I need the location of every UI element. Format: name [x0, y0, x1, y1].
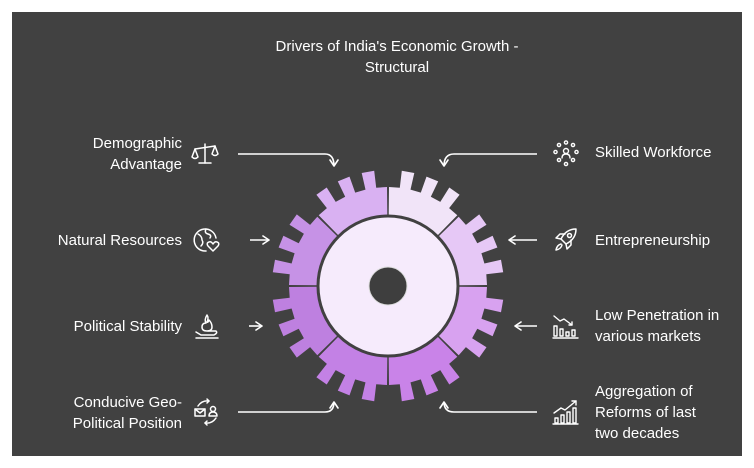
- mail-person-cycle-icon: [192, 397, 222, 427]
- rising-chart-icon: [551, 397, 581, 427]
- declining-chart-icon: [551, 311, 581, 341]
- gear-segment: [388, 336, 460, 402]
- gear-hub: [368, 266, 408, 306]
- driver-skilled-workforce: Skilled Workforce: [595, 144, 712, 161]
- hand-flame-icon: [192, 311, 222, 341]
- driver-political-stability: Political Stability: [73, 318, 182, 335]
- gear-diagram: [238, 153, 537, 413]
- globe-heart-icon: [192, 225, 222, 255]
- gear-segment: [438, 286, 504, 358]
- title-line-1: Drivers of India's Economic Growth -: [275, 38, 519, 55]
- gear-segment: [272, 286, 338, 358]
- gear-segment: [316, 336, 388, 402]
- arrow-aggregation: [439, 401, 537, 413]
- rocket-icon: [551, 225, 581, 255]
- title-line-2: Structural: [364, 59, 430, 76]
- diagram-canvas: Drivers of India's Economic Growth - Str…: [12, 12, 742, 456]
- gear-segment: [438, 214, 504, 286]
- driver-entrepreneurship: Entrepreneurship: [595, 232, 711, 249]
- diagram-title: Drivers of India's Economic Growth - Str…: [12, 36, 742, 78]
- gear-segment: [388, 170, 460, 236]
- driver-aggregation-of-reforms: Aggregation of Reforms of last two decad…: [595, 383, 696, 442]
- driver-natural-resources: Natural Resources: [57, 232, 182, 249]
- arrow-demographic: [238, 153, 339, 167]
- gear-segment: [272, 214, 338, 286]
- network-people-icon: [551, 139, 581, 169]
- driver-low-penetration: Low Penetration in various markets: [595, 307, 720, 345]
- driver-geo-political-position: Conducive Geo- Political Position: [72, 394, 182, 432]
- arrow-geo-political: [238, 401, 339, 413]
- driver-demographic-advantage: Demographic Advantage: [92, 135, 182, 173]
- arrow-skilled-workforce: [439, 153, 537, 167]
- gear-segments: [272, 170, 504, 402]
- gear-segment: [316, 170, 388, 236]
- balance-scale-icon: [190, 139, 220, 169]
